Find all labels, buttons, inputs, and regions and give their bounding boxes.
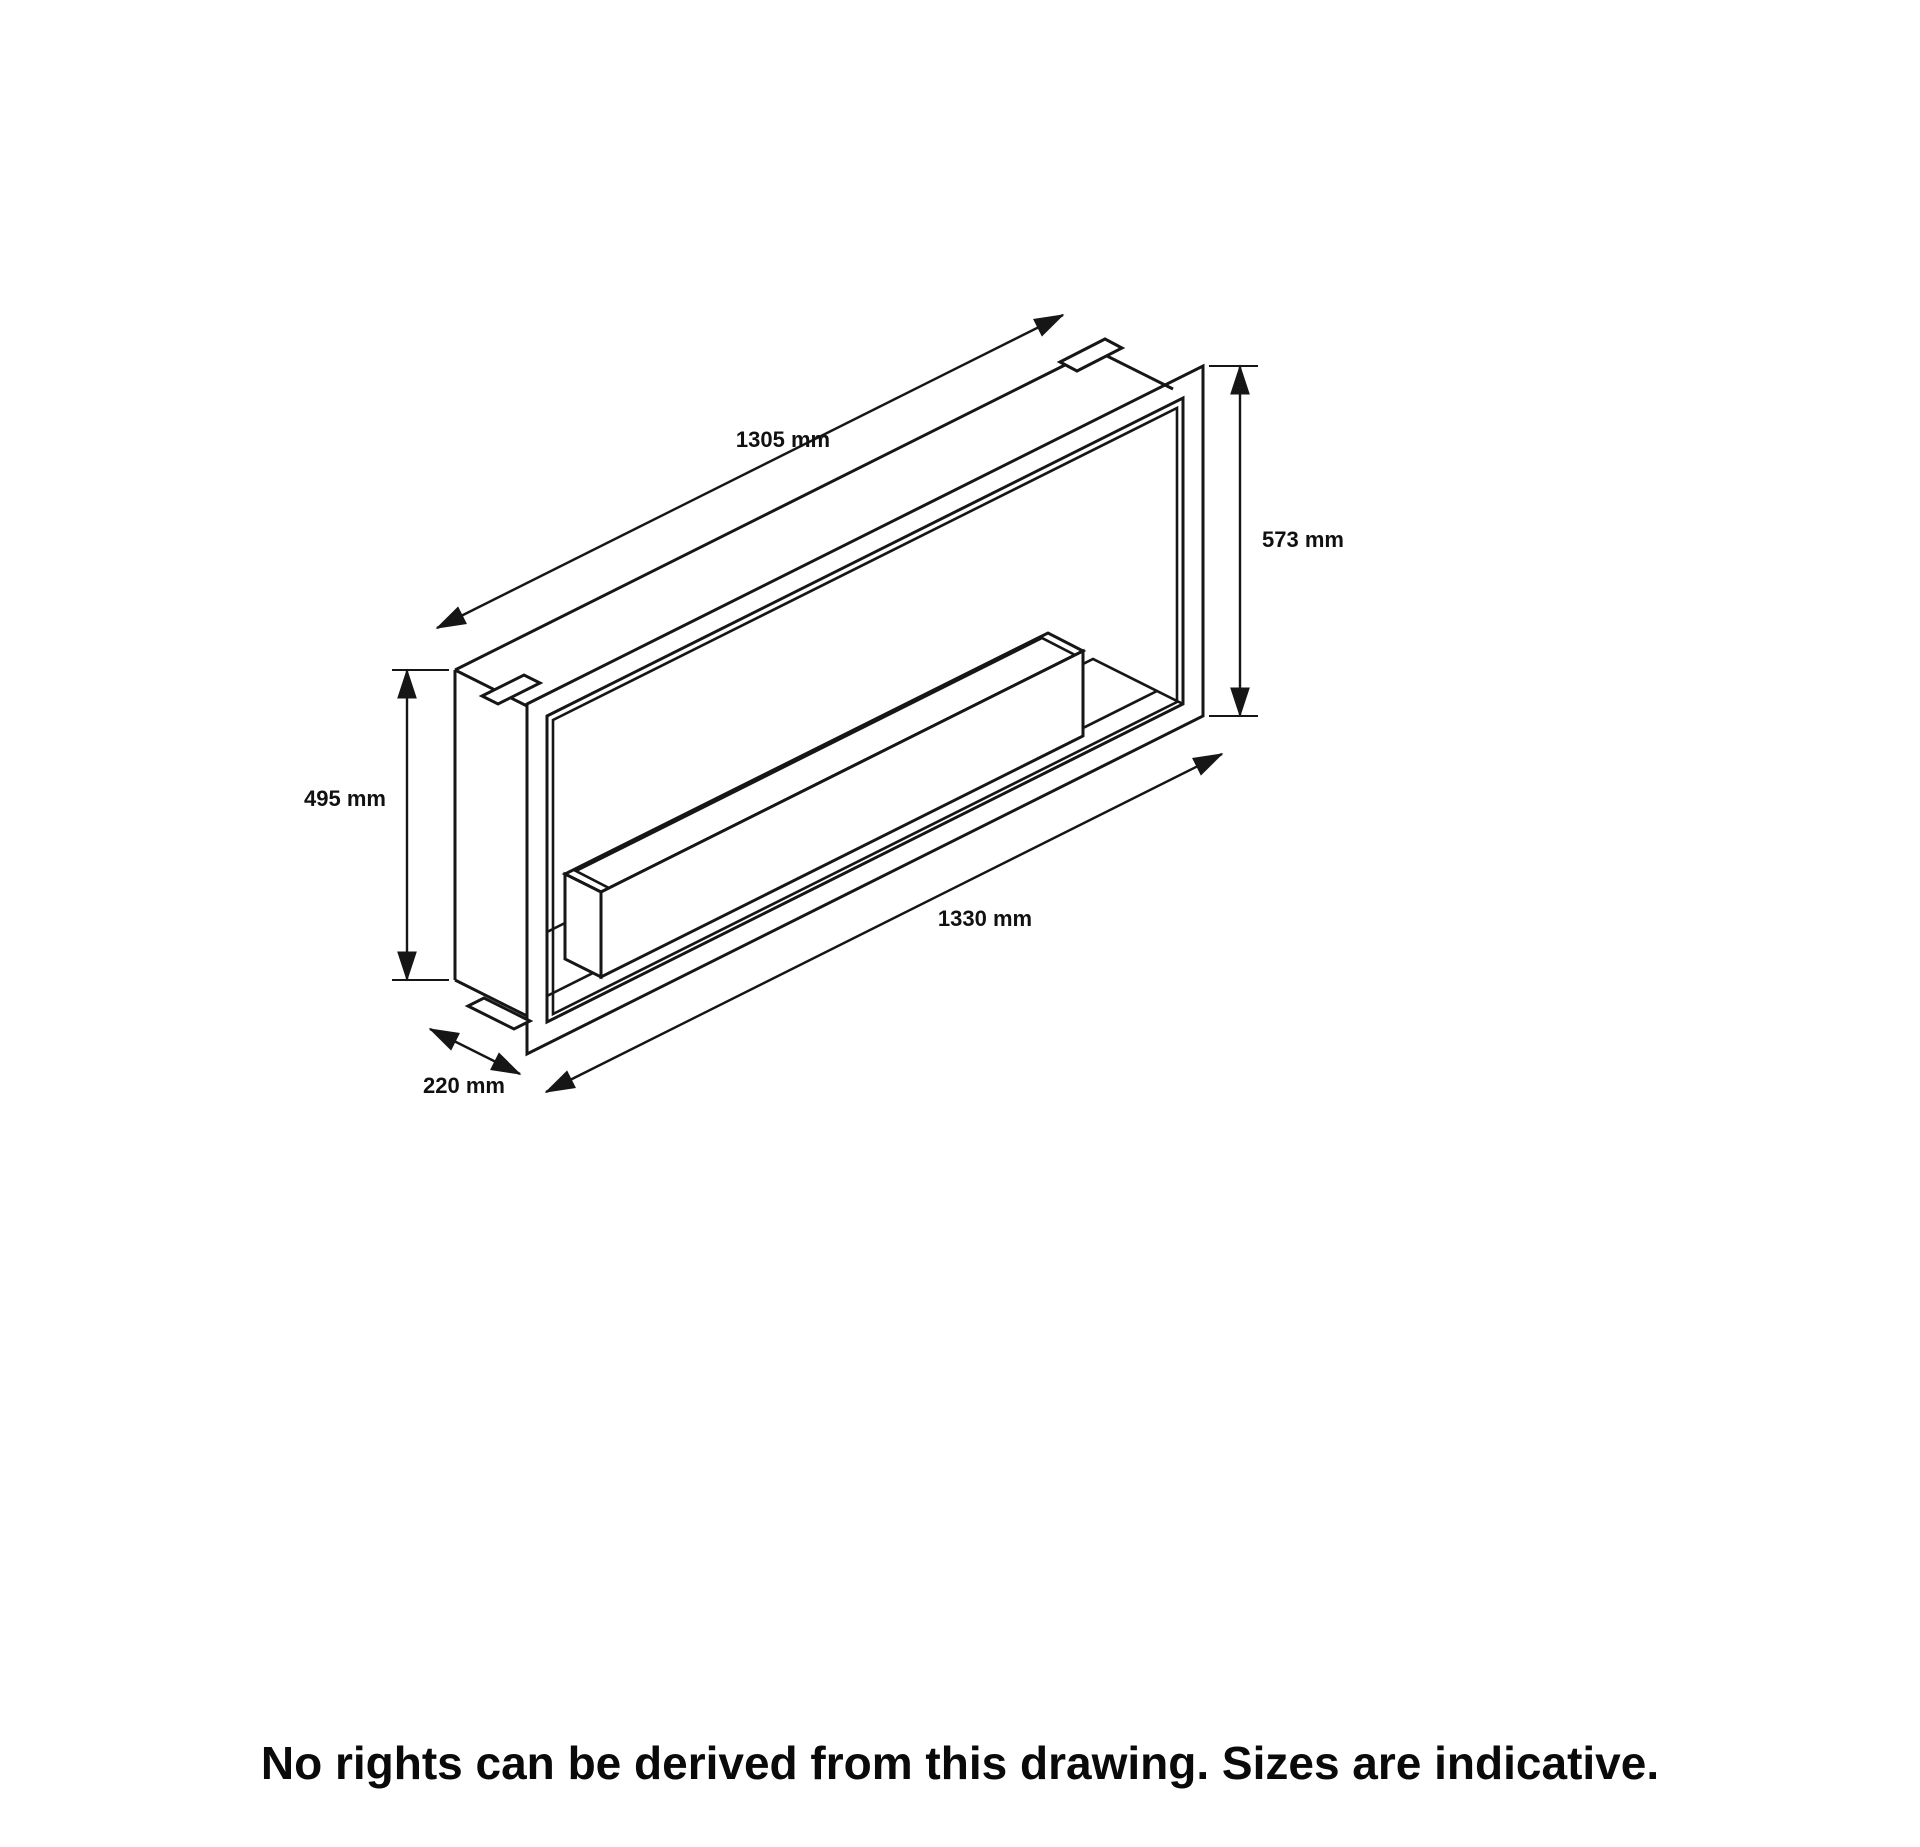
- box-top-back-edge: [454, 348, 1096, 672]
- dimension-label-depth: 220 mm: [423, 1073, 505, 1098]
- mounting-foot: [464, 996, 534, 1031]
- dimension-label-back-height: 495 mm: [304, 786, 386, 811]
- dimension-line-depth: [428, 1027, 522, 1076]
- mounting-details: [464, 337, 1126, 1031]
- dimension-label-top-width: 1305 mm: [736, 427, 830, 452]
- mounting-tab-left: [478, 673, 544, 706]
- disclaimer-text: No rights can be derived from this drawi…: [260, 1737, 1660, 1789]
- dimension-label-bottom-width: 1330 mm: [938, 906, 1032, 931]
- mounting-tab-right: [1056, 337, 1126, 373]
- box-left-bottom-edge: [454, 978, 528, 1018]
- dimension-line-top-width: [435, 313, 1065, 630]
- dimension-annotations: 1305 mm 573 mm 495 mm 1330 mm 220 mm: [304, 313, 1344, 1098]
- dimension-label-front-height: 573 mm: [1262, 527, 1344, 552]
- burner-tray-left-face: [563, 871, 603, 980]
- dimension-line-bottom-width: [544, 752, 1224, 1094]
- box-top-left-edge: [454, 668, 528, 708]
